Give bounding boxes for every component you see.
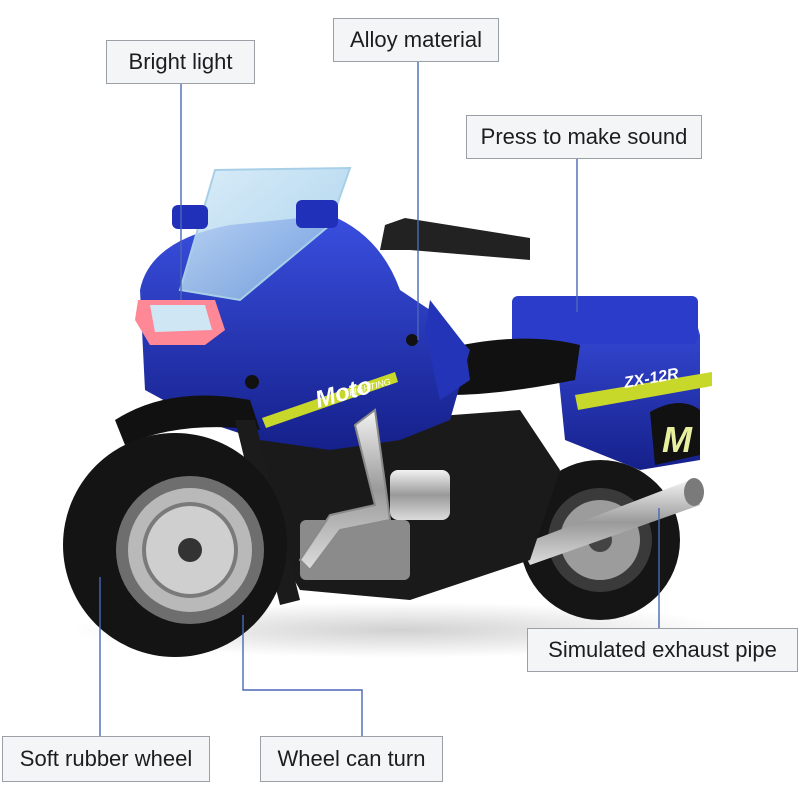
front-mudguard [115, 395, 260, 445]
handlebar [380, 218, 530, 260]
case-letter: M [662, 419, 693, 460]
left-mirror [172, 205, 208, 229]
front-wheel [63, 433, 287, 657]
callout-simulated-exhaust-pipe: Simulated exhaust pipe [527, 628, 798, 672]
callout-wheel-can-turn: Wheel can turn [260, 736, 443, 782]
right-mirror [296, 200, 338, 228]
callout-soft-rubber-wheel: Soft rubber wheel [2, 736, 210, 782]
callout-bright-light: Bright light [106, 40, 255, 84]
crash-bar [298, 408, 392, 572]
headlight [135, 300, 225, 345]
engine-cylinder [390, 470, 450, 520]
exhaust-pipe [520, 478, 704, 565]
seat [440, 338, 580, 395]
callout-alloy-material: Alloy material [333, 18, 499, 62]
callout-press-to-make-sound: Press to make sound [466, 115, 702, 159]
